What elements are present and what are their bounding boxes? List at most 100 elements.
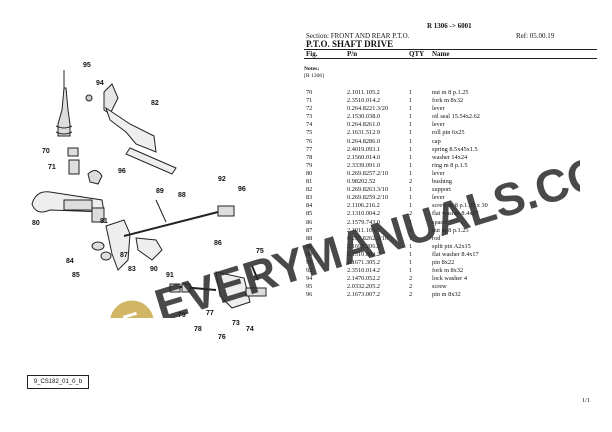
cell-quantity: 1 <box>409 129 413 137</box>
cell-quantity: 2 <box>409 275 413 283</box>
cell-fig: 77 <box>306 145 313 153</box>
cell-part-number: 0.264.8286.0 <box>347 137 381 145</box>
cell-fig: 76 <box>306 137 313 145</box>
col-header-name: Name <box>432 50 450 58</box>
cell-part-name: screw <box>432 283 447 291</box>
header-divider-top <box>304 49 597 50</box>
notes-text: [R 1306] <box>304 73 325 79</box>
col-header-pn: P/n <box>347 50 358 58</box>
cell-quantity: 1 <box>409 145 413 153</box>
parts-column-qty: 1 1 1 1 1 1 1 1 1 1 1 2 1 1 1 2 1 1 1 1 … <box>409 89 412 299</box>
parts-column-pn: 2.1011.105.2 2.3510.014.2 0.264.8221.3/2… <box>347 89 388 299</box>
cell-quantity: 1 <box>409 153 413 161</box>
figure-code-box: 9_CS182_01_0_b <box>27 375 89 389</box>
cell-part-number: 0.98202.52 <box>347 178 376 186</box>
cell-part-name: oil seal 15.54x2.62 <box>432 113 480 121</box>
page-title: P.T.O. SHAFT DRIVE <box>306 39 394 49</box>
callout-label: 77 <box>206 310 214 317</box>
cell-part-number: 2.1011.105.2 <box>347 89 380 96</box>
cell-part-name: nut m 8 p.1.25 <box>432 89 469 96</box>
cell-fig: 81 <box>306 178 313 186</box>
callout-label: 89 <box>156 188 164 195</box>
cell-part-name: spring 8.5x45x1.5 <box>432 145 478 153</box>
cell-part-name: screw m 8 p.1.25 x 30 <box>432 202 488 210</box>
callout-label: 96 <box>238 186 246 193</box>
callout-label: 86 <box>214 240 222 247</box>
cell-fig: 75 <box>306 129 313 137</box>
cell-part-name: lever <box>432 105 445 113</box>
cell-fig: 73 <box>306 113 313 121</box>
cell-quantity: 1 <box>409 194 413 202</box>
callout-label: 90 <box>150 266 158 273</box>
cell-quantity: 1 <box>409 267 413 275</box>
callout-label: 75 <box>256 248 264 255</box>
cell-part-name: bushing <box>432 178 452 186</box>
cell-quantity: 2 <box>409 291 413 299</box>
cell-part-name: rod <box>432 234 441 242</box>
parts-column-name: nut m 8 p.1.25 fork m 8x32 lever oil sea… <box>432 89 488 299</box>
cell-fig: 74 <box>306 121 313 129</box>
cell-quantity: 1 <box>409 202 413 210</box>
cell-part-number: 2.1579.743.0 <box>347 218 381 226</box>
callout-label: 92 <box>218 176 226 183</box>
callout-label: 87 <box>120 252 128 259</box>
cell-fig: 89 <box>306 242 313 250</box>
cell-quantity: 1 <box>409 234 413 242</box>
cell-part-number: 2.0332.205.2 <box>347 283 381 291</box>
cell-part-name: support <box>432 186 451 194</box>
cell-quantity: 1 <box>409 105 413 113</box>
cell-quantity: 2 <box>409 210 413 218</box>
cell-fig: 92 <box>306 267 313 275</box>
notes-label: Notes: <box>304 66 320 72</box>
cell-quantity: 1 <box>409 242 413 250</box>
cell-quantity: 1 <box>409 258 413 266</box>
col-header-fig: Fig. <box>306 50 318 58</box>
cell-part-number: 2.3339.091.0 <box>347 161 381 169</box>
callout-label: 81 <box>100 218 108 225</box>
cell-fig: 82 <box>306 186 313 194</box>
model-range: R 1306 -> 6001 <box>427 22 472 30</box>
cell-part-number: 2.1106.216.2 <box>347 202 380 210</box>
col-header-qty: QTY <box>409 50 425 58</box>
cell-part-name: lever <box>432 169 445 177</box>
cell-part-name: pin m 8x32 <box>432 291 461 299</box>
cell-fig: 90 <box>306 250 313 258</box>
cell-quantity: 1 <box>409 250 413 258</box>
cell-part-number: 2.1671.305.2 <box>347 258 381 266</box>
cell-fig: 80 <box>306 169 313 177</box>
cell-part-number: 0.264.8261.0 <box>347 121 381 129</box>
callout-label: 74 <box>246 326 254 333</box>
cell-quantity: 1 <box>409 169 413 177</box>
cell-quantity: 1 <box>409 89 413 96</box>
callout-label: 88 <box>178 192 186 199</box>
cell-part-number: 2.1631.512.9 <box>347 129 381 137</box>
cell-fig: 95 <box>306 283 313 291</box>
cell-part-name: pin 8x22 <box>432 258 455 266</box>
callout-label: 73 <box>232 320 240 327</box>
section-label: Section: FRONT AND REAR P.T.O. <box>306 32 410 40</box>
cell-fig: 71 <box>306 97 313 105</box>
cell-part-number: 2.1560.014.0 <box>347 153 381 161</box>
cell-quantity: 1 <box>409 121 413 129</box>
cell-fig: 85 <box>306 210 313 218</box>
callout-label: 84 <box>66 258 74 265</box>
cell-part-name: ring m 8 p.1.5 <box>432 161 468 169</box>
cell-fig: 86 <box>306 218 313 226</box>
diagram-callouts: 95 94 82 70 71 96 80 81 89 88 92 96 84 8… <box>6 40 302 400</box>
cell-part-number: 0.269.8257.2/10 <box>347 169 389 177</box>
cell-part-number: 2.4019.093.1 <box>347 145 381 153</box>
cell-part-number: 0.269.8263.3/10 <box>347 186 389 194</box>
callout-label: 80 <box>32 220 40 227</box>
callout-label: 71 <box>48 164 56 171</box>
callout-label: 76 <box>218 334 226 341</box>
cell-part-name: fork m 8x32 <box>432 97 464 105</box>
cell-fig: 78 <box>306 153 313 161</box>
cell-fig: 83 <box>306 194 313 202</box>
cell-part-number: 2.1530.038.0 <box>347 113 381 121</box>
cell-quantity: 2 <box>409 283 413 291</box>
cell-part-number: 0.269.8259.2/10 <box>347 194 389 202</box>
cell-part-number: 2.1690.206.2 <box>347 242 381 250</box>
callout-label: 85 <box>72 272 80 279</box>
cell-quantity: 1 <box>409 137 413 145</box>
cell-fig: 87 <box>306 226 313 234</box>
